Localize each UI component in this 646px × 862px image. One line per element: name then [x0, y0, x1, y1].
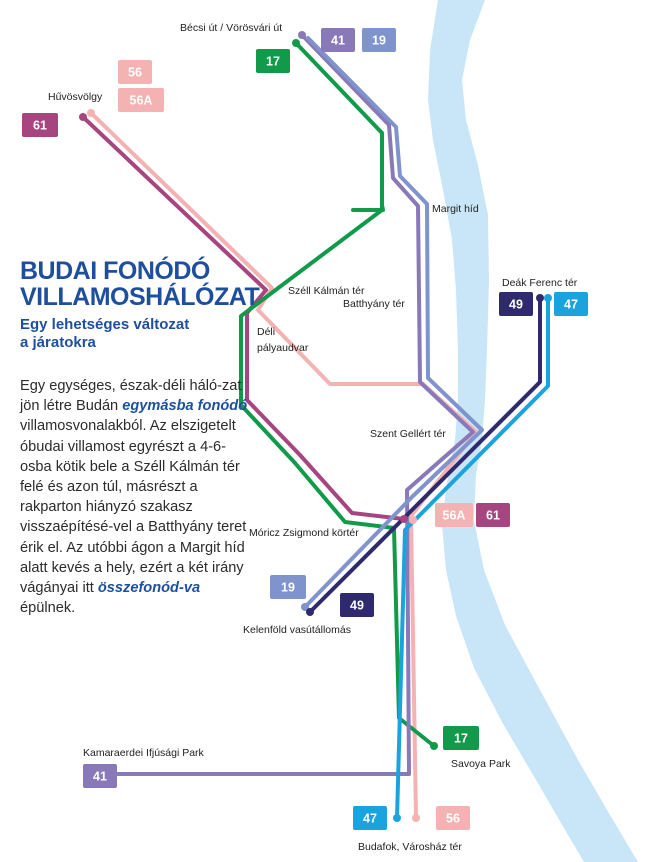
route-badge-label: 19 — [372, 34, 386, 48]
subtitle-line-2: a járatokra — [20, 334, 96, 351]
terminal-dot — [306, 608, 314, 616]
route-badge-label: 41 — [331, 34, 345, 48]
route-badge-label: 61 — [33, 119, 47, 133]
line-17-track — [294, 41, 385, 212]
stop-savoya: Savoya Park — [451, 758, 511, 770]
route-badge-bg — [321, 28, 355, 52]
text-part: villamosvonalakból. Az elszigetelt óbuda… — [20, 418, 247, 597]
terminal-dot — [298, 31, 306, 39]
route-badge-label: 17 — [454, 732, 468, 746]
line-47-track — [395, 296, 550, 820]
terminal-dot — [400, 515, 408, 523]
route-badge-label: 17 — [266, 55, 280, 69]
route-badge-56a: 56A — [435, 503, 473, 527]
route-badge-label: 56A — [443, 509, 466, 523]
route-badge-label: 47 — [363, 812, 377, 826]
route-badge-bg — [435, 503, 473, 527]
route-badge-47: 47 — [554, 292, 588, 316]
route-badge-bg — [499, 292, 533, 316]
highlight-text: egymásba fonódó — [122, 398, 248, 415]
route-badge-56: 56 — [436, 806, 470, 830]
terminal-dot — [536, 294, 544, 302]
route-badge-label: 56A — [130, 94, 153, 108]
stop-moricz: Móricz Zsigmond körtér — [249, 527, 359, 539]
line-19-track — [303, 36, 484, 609]
route-badge-61: 61 — [22, 113, 58, 137]
route-badge-19: 19 — [270, 575, 306, 599]
route-badge-bg — [554, 292, 588, 316]
route-badge-bg — [256, 49, 290, 73]
route-badge-56: 56 — [118, 60, 152, 84]
highlight-text: összefonód-va — [97, 580, 201, 597]
route-badge-label: 49 — [350, 599, 364, 613]
stop-margit-hid: Margit híd — [432, 203, 479, 215]
stop-deli-line1: Déli — [257, 326, 275, 338]
stop-huvosvolgy: Hűvösvölgy — [48, 91, 103, 103]
route-badge-bg — [118, 88, 164, 112]
route-badge-label: 47 — [564, 298, 578, 312]
route-badge-label: 61 — [486, 509, 500, 523]
route-badge-label: 41 — [93, 770, 107, 784]
route-badge-17: 17 — [256, 49, 290, 73]
route-badge-bg — [353, 806, 387, 830]
route-badge-bg — [443, 726, 479, 750]
route-badge-label: 49 — [509, 298, 523, 312]
route-badge-bg — [476, 503, 510, 527]
description-text: Egy egységes, észak-déli háló-zat jön lé… — [20, 376, 252, 618]
route-badge-bg — [83, 764, 117, 788]
route-badge-56a: 56A — [118, 88, 164, 112]
route-badge-61: 61 — [476, 503, 510, 527]
route-badge-41: 41 — [321, 28, 355, 52]
text-part: Egy egységes, észak-déli háló-zat jön lé… — [20, 378, 242, 415]
route-badge-bg — [436, 806, 470, 830]
page-title: BUDAI FONÓDÓ VILLAMOSHÁLÓZAT — [20, 257, 260, 311]
stop-deli-line2: pályaudvar — [257, 342, 309, 354]
route-badge-41: 41 — [83, 764, 117, 788]
stop-szell-kalman: Széll Kálmán tér — [288, 285, 365, 297]
route-badge-label: 56 — [128, 66, 142, 80]
text-part: épülnek. — [20, 600, 76, 617]
route-badge-label: 56 — [446, 812, 460, 826]
terminal-dot — [393, 814, 401, 822]
route-badge-bg — [118, 60, 152, 84]
terminal-dot — [292, 39, 300, 47]
route-badge-bg — [340, 593, 374, 617]
title-line-2: VILLAMOSHÁLÓZAT — [20, 283, 260, 311]
route-badge-bg — [362, 28, 396, 52]
line-49-track — [308, 296, 542, 614]
stop-batthyany: Batthyány tér — [343, 298, 405, 310]
route-badge-49: 49 — [340, 593, 374, 617]
route-badge-bg — [22, 113, 58, 137]
subtitle-line-1: Egy lehetséges változat — [20, 316, 190, 333]
route-badge-17: 17 — [443, 726, 479, 750]
stop-kelenfold: Kelenföld vasútállomás — [243, 624, 351, 636]
terminal-dot — [409, 516, 417, 524]
line-17-track-south — [239, 208, 436, 748]
terminal-dot — [79, 113, 87, 121]
terminal-dot — [430, 742, 438, 750]
route-badge-bg — [270, 575, 306, 599]
stop-kamaraerdo: Kamaraerdei Ifjúsági Park — [83, 747, 205, 759]
title-line-1: BUDAI FONÓDÓ — [20, 257, 210, 285]
line-41-track — [101, 33, 475, 776]
stop-becsi-ut: Bécsi út / Vörösvári út — [180, 22, 282, 34]
terminal-dot — [544, 294, 552, 302]
stop-deak: Deák Ferenc tér — [502, 277, 578, 289]
route-badge-19: 19 — [362, 28, 396, 52]
terminal-dot — [301, 603, 309, 611]
line-61-track — [81, 115, 406, 521]
route-badge-label: 19 — [281, 581, 295, 595]
route-badge-49: 49 — [499, 292, 533, 316]
stop-budafok: Budafok, Városház tér — [358, 841, 462, 853]
danube-river — [428, 0, 638, 862]
stop-gellert: Szent Gellért tér — [370, 428, 446, 440]
terminal-dot — [412, 814, 420, 822]
page-subtitle: Egy lehetséges változat a járatokra — [20, 316, 189, 352]
terminal-dot — [87, 109, 95, 117]
route-badge-47: 47 — [353, 806, 387, 830]
